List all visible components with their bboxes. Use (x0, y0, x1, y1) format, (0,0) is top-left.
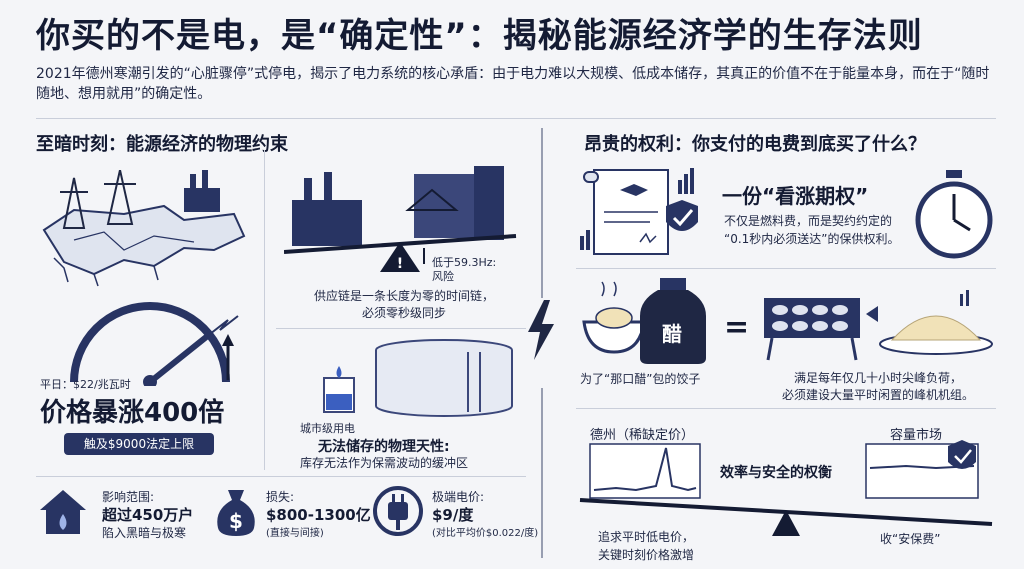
dumpling-right-line2: 必须建设大量平时闲置的峰机机组。 (781, 388, 974, 402)
price-gauge-icon (60, 290, 240, 386)
dumpling-divider (576, 408, 996, 409)
texas-frozen-map-icon (34, 170, 254, 290)
capacity-caption: 收“安保费” (880, 532, 941, 546)
texas-caption-line2: 关键时刻价格激增 (598, 548, 695, 562)
stat-loss-value: $800-1300亿 (266, 506, 371, 524)
frozen-house-icon (36, 484, 90, 538)
frequency-risk-line1: 低于59.3Hz: (432, 256, 497, 269)
vinegar-char: 醋 (662, 322, 682, 346)
intro-paragraph: 2021年德州寒潮引发的“心脏骤停”式停电，揭示了电力系统的核心承盾：由于电力难… (36, 66, 990, 102)
stat-impact-sub: 陷入黑暗与极寒 (102, 526, 187, 540)
lightning-bolt-icon (524, 300, 558, 360)
normal-price-label: 平日：$22/兆瓦时 (40, 378, 131, 391)
frequency-risk-line2: 风险 (432, 270, 454, 283)
money-bag-icon: $ (212, 484, 260, 538)
storage-headline: 无法储存的物理天性: (318, 439, 450, 455)
idle-plant-dumpling-icon (760, 290, 996, 370)
storage-subtext: 库存无法作为保需波动的缓冲区 (300, 456, 469, 470)
stat-impact-label: 影响范围: (102, 490, 155, 504)
page-title: 你买的不是电，是“确定性”：揭秘能源经济学的生存法则 (36, 16, 923, 56)
option-divider (576, 268, 996, 269)
tradeoff-label: 效率与安全的权衡 (720, 465, 832, 481)
dumpling-right-line1: 满足每年仅几十小时尖峰负荷， (793, 371, 962, 385)
grid-frequency-seesaw-icon: ! (284, 160, 524, 280)
stat-loss-label: 损失: (266, 490, 295, 504)
grid-caption-line1: 供应链是一条长度为零的时间链， (313, 289, 494, 303)
stopwatch-icon (912, 170, 996, 260)
tradeoff-balance-icon (576, 440, 996, 536)
grid-caption-line2: 必须零秒级同步 (361, 306, 446, 320)
stat-price-sub: (对比平均价$0.022/度) (432, 528, 539, 539)
call-option-line1: 不仅是燃料费，而是契约约定的 (724, 214, 893, 228)
stat-loss-sub: (直接与间接) (266, 528, 324, 539)
dumpling-left-caption: 为了“那口醋”包的饺子 (580, 372, 701, 386)
stat-price-value: $9/度 (432, 506, 474, 524)
grid-caption: 供应链是一条长度为零的时间链， 必须零秒级同步 (284, 288, 524, 322)
stats-divider (36, 476, 526, 477)
texas-caption-line1: 追求平时低电价， (598, 530, 695, 544)
price-surge-headline: 价格暴涨400倍 (40, 398, 225, 428)
stat-price-label: 极端电价: (432, 490, 485, 504)
call-option-headline: 一份“看涨期权” (722, 184, 869, 208)
price-cap-badge: 触及$9000法定上限 (64, 433, 214, 455)
contract-scroll-icon (580, 166, 710, 258)
capacity-market-title: 容量市场 (890, 428, 943, 443)
top-divider (36, 118, 996, 119)
left-inner-divider (264, 150, 265, 470)
right-section-heading: 昂贵的权利：你支付的电费到底买了什么？ (584, 134, 926, 155)
power-plug-icon (372, 484, 424, 538)
city-usage-label: 城市级用电 (300, 422, 355, 435)
dumpling-right-caption: 满足每年仅几十小时尖峰负荷， 必须建设大量平时闲置的峰机机组。 (760, 370, 996, 404)
storage-tank-icon (318, 336, 518, 426)
svg-text:$: $ (229, 509, 243, 533)
left-section-heading: 至暗时刻：能源经济的物理约束 (36, 134, 288, 155)
dumpling-vinegar-icon (580, 276, 720, 366)
equals-sign: = (724, 310, 750, 345)
center-divider (536, 128, 548, 558)
call-option-line2: “0.1秒内必须送达”的保供权利。 (724, 232, 900, 246)
texas-scarcity-title: 德州（稀缺定价） (590, 428, 695, 443)
stat-impact-value: 超过450万户 (102, 506, 194, 524)
svg-text:!: ! (397, 256, 403, 272)
grid-divider (276, 328, 526, 329)
